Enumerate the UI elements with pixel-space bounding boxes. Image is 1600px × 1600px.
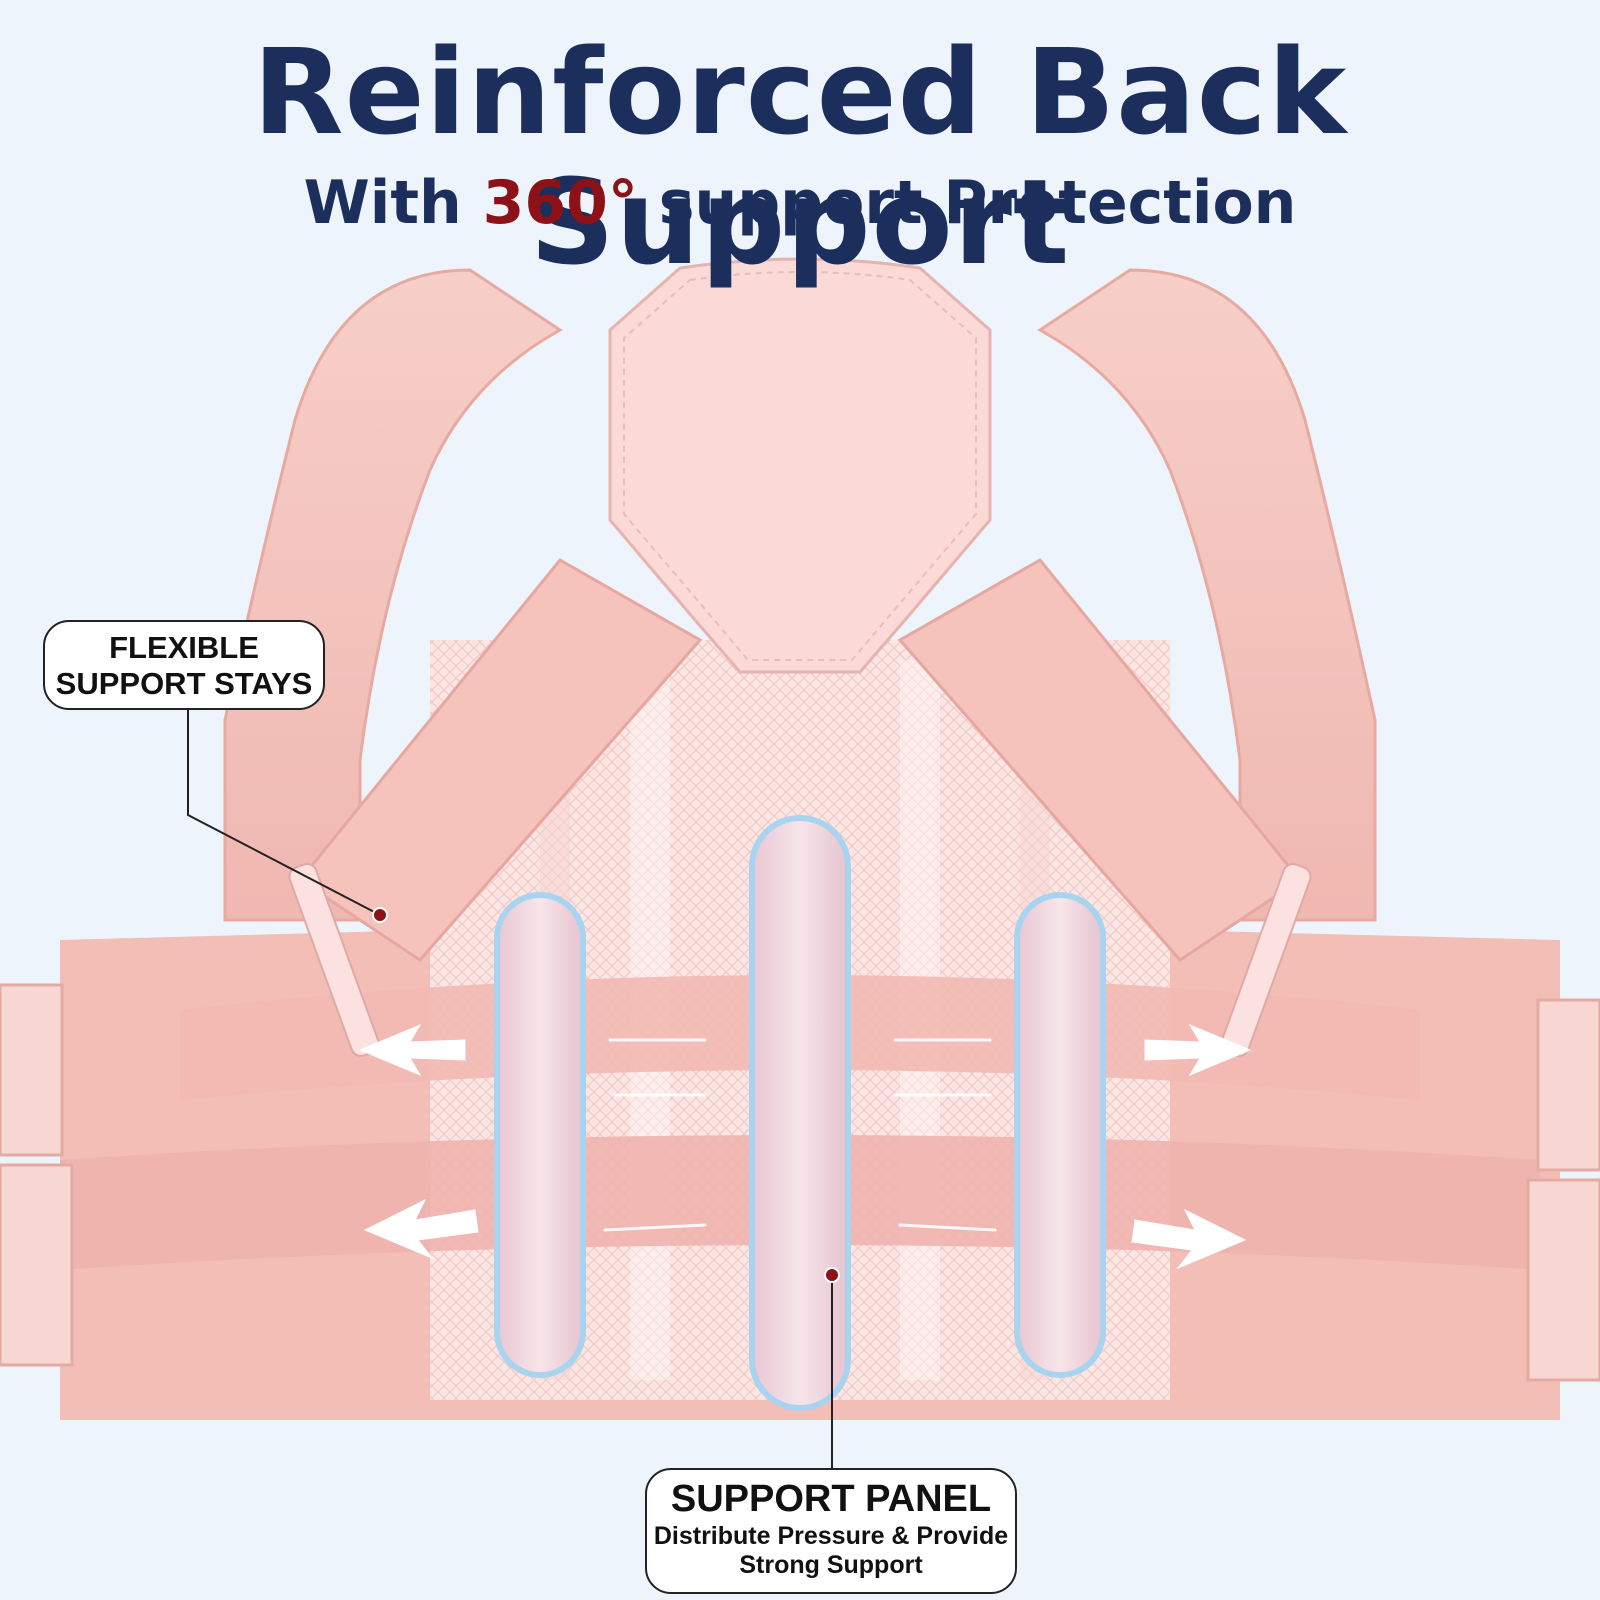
support-stay-right (1014, 892, 1106, 1378)
flexible-stays-callout: FLEXIBLE SUPPORT STAYS (43, 620, 325, 710)
arrow-left-upper (358, 1023, 466, 1077)
right-diagonal-strap (897, 558, 1303, 962)
left-diagonal-strap (297, 558, 703, 962)
stays-marker-dot (372, 907, 388, 923)
upper-back-pad (608, 257, 992, 674)
support-stay-left (494, 892, 586, 1378)
arrow-right-upper (1144, 1023, 1252, 1077)
page-title: Reinforced Back Support (252, 23, 1348, 291)
support-stay-center (749, 815, 851, 1411)
left-velcro-tab-bottom (0, 1163, 74, 1367)
flexible-stays-label: FLEXIBLE SUPPORT STAYS (55, 630, 313, 701)
support-panel-label: SUPPORT PANEL (670, 1478, 992, 1520)
right-velcro-tab-top (1536, 998, 1600, 1172)
support-panel-callout: SUPPORT PANEL Distribute Pressure & Prov… (645, 1468, 1017, 1594)
arrow-left-lower (363, 1198, 479, 1260)
arrow-streaks (603, 1038, 997, 1232)
left-flexible-stay (288, 863, 380, 1057)
subtitle-prefix: With (303, 168, 483, 238)
panel-marker-dot (824, 1267, 840, 1283)
subtitle-accent: 360° (482, 168, 638, 238)
arrow-right-lower (1131, 1208, 1247, 1270)
left-shoulder-strap (223, 268, 563, 922)
pressure-arrows (358, 1023, 1252, 1270)
left-velcro-tab-top (0, 983, 64, 1157)
right-shoulder-strap (1037, 268, 1377, 922)
callout-leaders (187, 710, 833, 1468)
right-velcro-tab-bottom (1526, 1178, 1600, 1382)
stays-leader-line (187, 710, 381, 916)
page-subtitle: With 360° support Protection (0, 170, 1600, 236)
subtitle-suffix: support Protection (637, 168, 1297, 238)
support-panel-description: Distribute Pressure & Provide Strong Sup… (653, 1522, 1009, 1579)
